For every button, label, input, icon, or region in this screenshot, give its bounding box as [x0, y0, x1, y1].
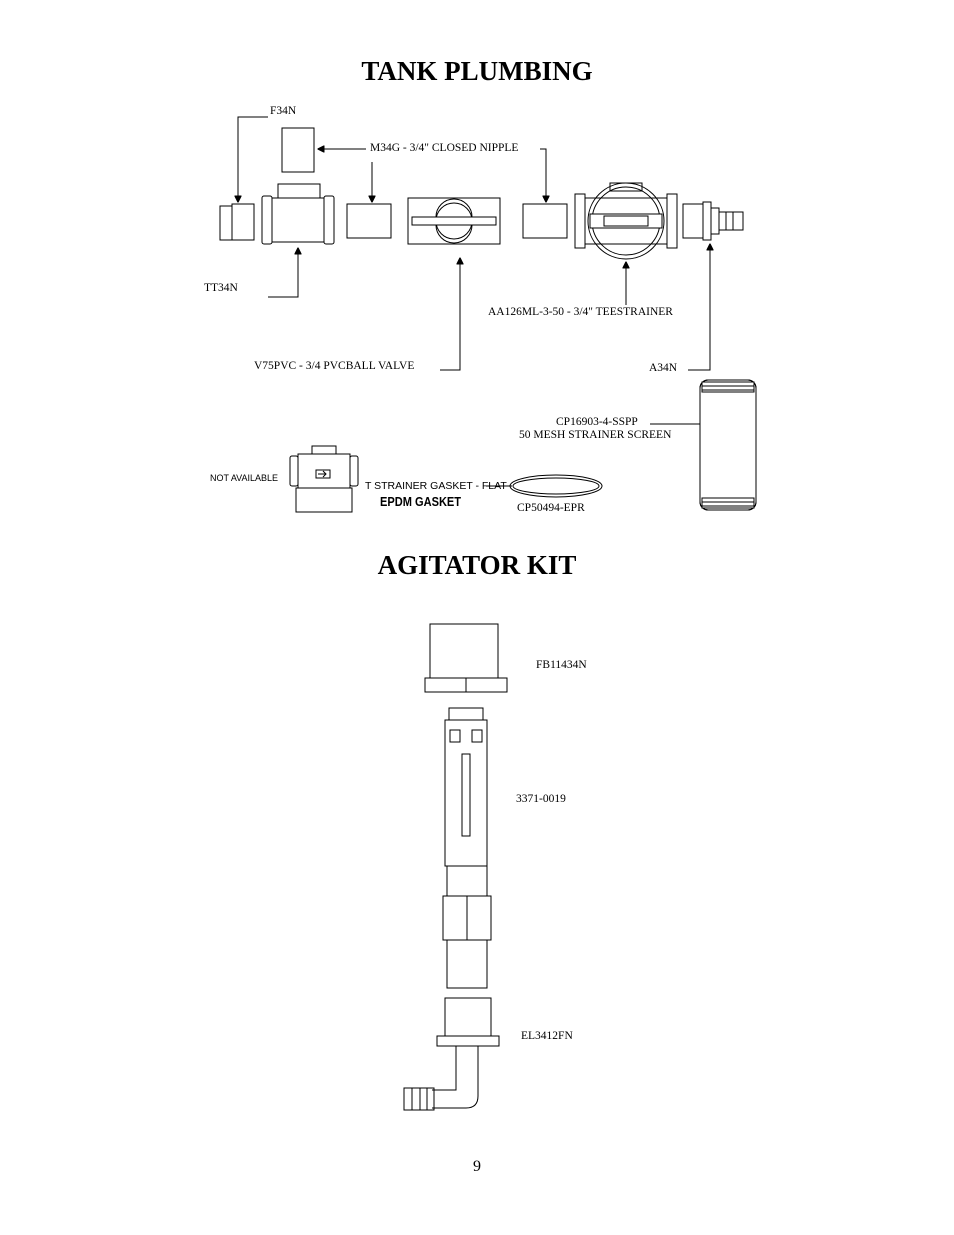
fb11434n-fitting	[424, 623, 508, 693]
label-v75pvc: V75PVC - 3/4 PVCBALL VALVE	[254, 360, 415, 372]
label-fb11434n: FB11434N	[536, 659, 587, 671]
tt34n-tee	[261, 183, 335, 245]
tank-leader-lines	[238, 116, 710, 487]
f34n-plug	[219, 203, 255, 241]
label-aa126: AA126ML-3-50 - 3/4" TEESTRAINER	[488, 306, 673, 318]
label-f34n: F34N	[270, 105, 297, 117]
unavailable-tee	[289, 445, 359, 513]
label-cp16903-part: CP16903-4-SSPP	[556, 416, 638, 428]
el3412fn-elbow	[403, 997, 500, 1111]
label-tt34n: TT34N	[204, 282, 238, 294]
label-el3412fn: EL3412FN	[521, 1030, 573, 1042]
label-cp50494: CP50494-EPR	[517, 502, 585, 514]
label-a34n: A34N	[649, 362, 678, 374]
tee-strainer	[574, 182, 678, 260]
label-cp16903-desc: 50 MESH STRAINER SCREEN	[519, 429, 672, 441]
agitator-kit-title: AGITATOR KIT	[377, 550, 577, 580]
closed-nipple-1	[346, 203, 392, 239]
label-m34g: M34G - 3/4" CLOSED NIPPLE	[370, 142, 519, 154]
label-gasket-desc: T STRAINER GASKET - FLAT	[365, 480, 507, 492]
label-not-available: NOT AVAILABLE	[210, 473, 279, 483]
strainer-screen	[699, 379, 757, 511]
flat-gasket	[509, 474, 603, 498]
ball-valve	[407, 197, 501, 245]
closed-nipple-2	[522, 203, 568, 239]
tank-plumbing-title: TANK PLUMBING	[361, 56, 593, 86]
page-number: 9	[473, 1158, 481, 1175]
a34n-adapter	[682, 201, 744, 241]
top-closed-nipple	[281, 127, 315, 173]
label-gasket-material: EPDM GASKET	[380, 494, 462, 509]
agitator-body	[442, 707, 492, 989]
label-3371-0019: 3371-0019	[516, 793, 566, 805]
